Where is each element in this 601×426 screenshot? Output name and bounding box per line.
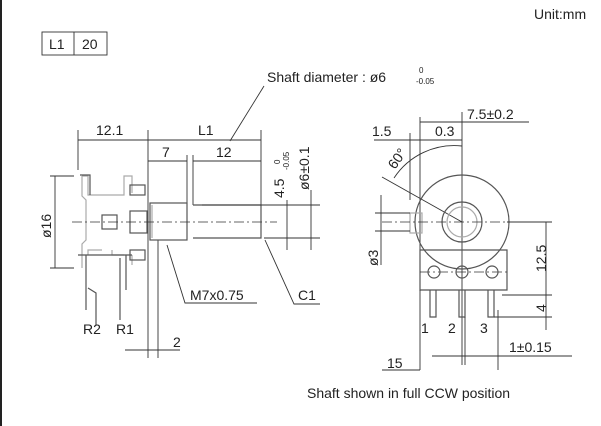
dim-shaft: ø6±0.1 [296,146,312,190]
shaft-tol-lower: -0.05 [416,77,435,86]
dim-body: 12.1 [96,122,123,138]
dim-flat-tol-upper: 0 [273,159,282,164]
dim-2: 2 [173,334,181,350]
dim-12: 12 [216,144,232,160]
pin-1-label: 1 [421,320,429,336]
pin-r1-label: R1 [116,321,134,337]
unit-label: Unit:mm [534,6,586,22]
side-view: 12.1 L1 7 12 ø16 4.5 0 -0.05 ø6±0.1 M7x0… [38,122,320,358]
front-view: 1.5 0.3 7.5±0.2 60° ø3 12.5 4 1 2 3 1±0.… [365,106,572,371]
spec-value: 20 [82,36,98,52]
caption: Shaft shown in full CCW position [307,385,510,401]
dim-7-5: 7.5±0.2 [467,106,514,122]
shaft-tol-upper: 0 [419,66,424,75]
dim-1: 1±0.15 [509,339,552,355]
pin-2-label: 2 [448,320,456,336]
dim-4: 4 [533,304,549,312]
dim-1-5: 1.5 [372,123,392,139]
thread-label: M7x0.75 [190,287,244,303]
dim-dia16: ø16 [38,214,54,238]
dim-3: ø3 [365,249,381,266]
dim-15: 15 [387,355,403,371]
dim-flat-tol-lower: -0.05 [282,151,291,170]
shaft-diameter-label: Shaft diameter : ø6 [267,69,386,85]
spec-table: L1 20 [41,31,108,56]
pin-3-label: 3 [480,320,488,336]
angle-label: 60° [384,145,409,172]
spec-header: L1 [49,36,65,52]
pin-r2-label: R2 [83,321,101,337]
shaft-diameter-note: Shaft diameter : ø6 0 -0.05 [229,66,435,142]
dim-l1: L1 [198,122,214,138]
dim-flat: 4.5 [271,178,287,198]
chamfer-label: C1 [298,287,316,303]
dim-0-3: 0.3 [435,123,455,139]
dim-7: 7 [162,144,170,160]
dim-12-5: 12.5 [533,245,549,272]
